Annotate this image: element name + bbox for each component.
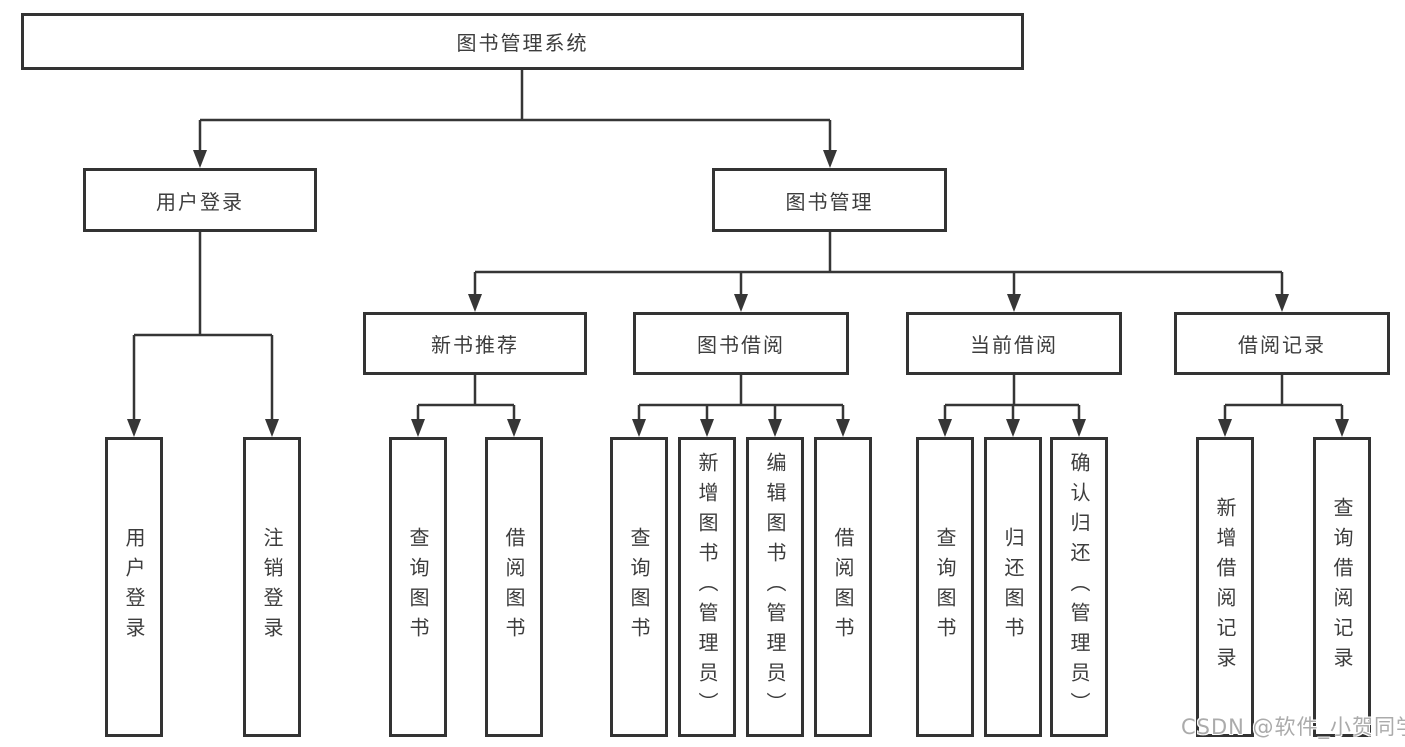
leaf-label: 归还图书 (1001, 527, 1025, 647)
leaf-query-books-recommend: 查询图书 (389, 437, 447, 737)
leaf-edit-books-admin: 编辑图书（管理员） (746, 437, 804, 737)
arrow-down-icon (265, 419, 279, 437)
watermark: CSDN @软件_小贺同学 (1181, 715, 1405, 739)
leaf-label: 注销登录 (260, 527, 284, 647)
leaf-add-books-admin: 新增图书（管理员） (678, 437, 736, 737)
connector-lines (132, 70, 1344, 421)
leaf-label: 查询图书 (627, 527, 651, 647)
arrow-down-icon (1072, 419, 1086, 437)
leaf-return-books: 归还图书 (984, 437, 1042, 737)
leaf-label: 确认归还（管理员） (1067, 452, 1091, 722)
leaf-label: 借阅图书 (502, 527, 526, 647)
leaf-add-borrow-record: 新增借阅记录 (1196, 437, 1254, 737)
arrow-down-icon (734, 294, 748, 312)
arrow-down-icon (823, 150, 837, 168)
node-library-management-system: 图书管理系统 (21, 13, 1024, 70)
arrow-down-icon (1218, 419, 1232, 437)
arrow-down-icon (632, 419, 646, 437)
leaf-label: 查询借阅记录 (1330, 497, 1354, 677)
node-label: 新书推荐 (431, 333, 519, 357)
node-new-book-recommendation: 新书推荐 (363, 312, 587, 375)
arrow-down-icon (700, 419, 714, 437)
leaf-label: 用户登录 (122, 527, 146, 647)
arrow-down-icon (193, 150, 207, 168)
leaf-label: 借阅图书 (831, 527, 855, 647)
arrow-down-icon (507, 419, 521, 437)
leaf-label: 编辑图书（管理员） (763, 452, 787, 722)
node-book-borrowing: 图书借阅 (633, 312, 849, 375)
arrow-down-icon (768, 419, 782, 437)
arrow-down-icon (836, 419, 850, 437)
leaf-label: 新增借阅记录 (1213, 497, 1237, 677)
node-label: 图书借阅 (697, 333, 785, 357)
node-borrowing-records: 借阅记录 (1174, 312, 1390, 375)
leaf-user-login: 用户登录 (105, 437, 163, 737)
leaf-label: 新增图书（管理员） (695, 452, 719, 722)
arrow-down-icon (1335, 419, 1349, 437)
node-label: 当前借阅 (970, 333, 1058, 357)
leaf-confirm-return-admin: 确认归还（管理员） (1050, 437, 1108, 737)
arrow-down-icon (1006, 419, 1020, 437)
leaf-label: 查询图书 (933, 527, 957, 647)
arrow-down-icon (938, 419, 952, 437)
leaf-query-borrow-record: 查询借阅记录 (1313, 437, 1371, 737)
leaf-query-books-borrowing: 查询图书 (610, 437, 668, 737)
node-current-borrowing: 当前借阅 (906, 312, 1122, 375)
node-user-login: 用户登录 (83, 168, 317, 232)
arrow-down-icon (468, 294, 482, 312)
leaf-borrow-books-recommend: 借阅图书 (485, 437, 543, 737)
leaf-logout-login: 注销登录 (243, 437, 301, 737)
leaf-query-books-current: 查询图书 (916, 437, 974, 737)
leaf-label: 查询图书 (406, 527, 430, 647)
arrow-down-icon (127, 419, 141, 437)
arrow-down-icon (1275, 294, 1289, 312)
node-book-management: 图书管理 (712, 168, 947, 232)
node-label: 图书管理系统 (456, 31, 589, 55)
leaf-borrow-books-borrowing: 借阅图书 (814, 437, 872, 737)
node-label: 借阅记录 (1238, 333, 1326, 357)
node-label: 用户登录 (156, 189, 244, 214)
node-label: 图书管理 (785, 189, 874, 214)
arrow-down-icon (411, 419, 425, 437)
arrow-down-icon (1007, 294, 1021, 312)
